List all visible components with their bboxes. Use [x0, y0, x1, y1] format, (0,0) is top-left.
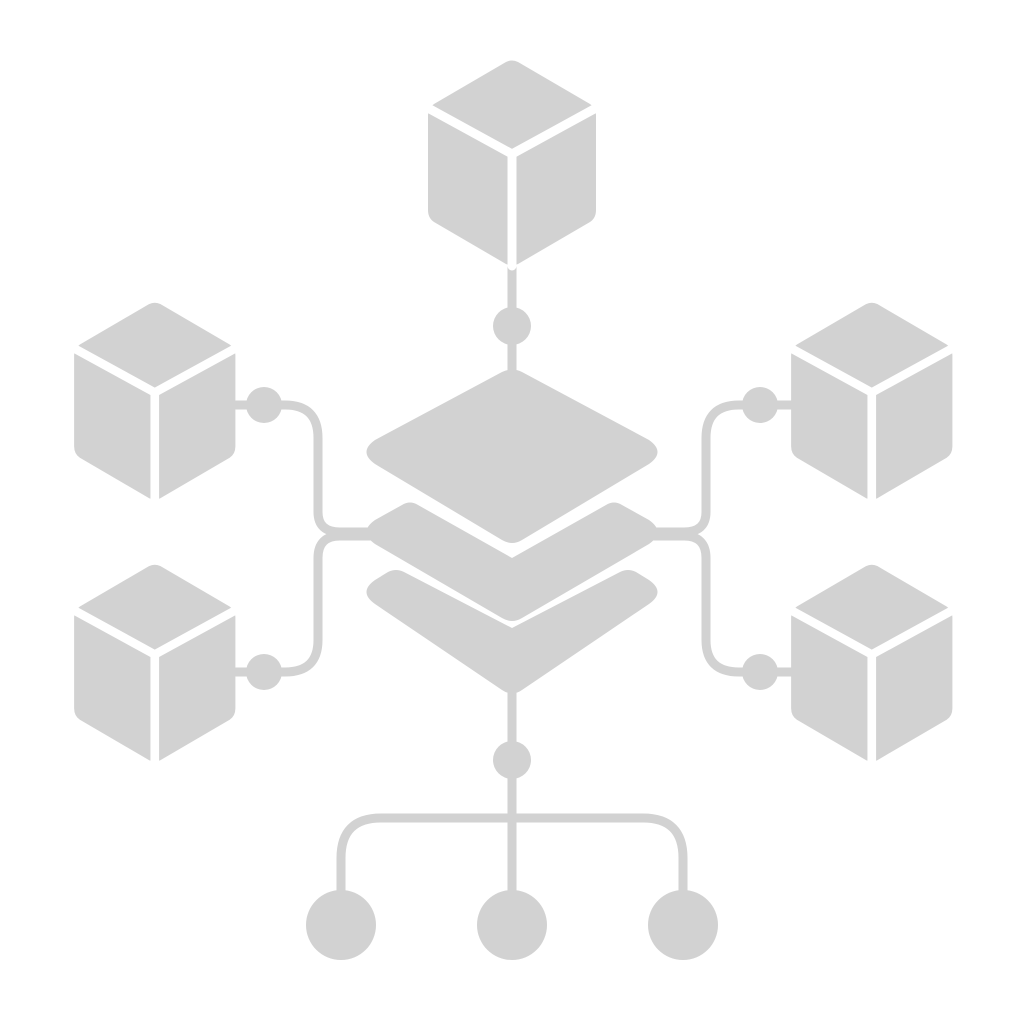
- connector-lines: [223, 257, 801, 910]
- node-dot-icon-top: [493, 307, 531, 345]
- node-dot-icon-right-upper: [742, 387, 778, 423]
- cube-icon-left-lower: [74, 565, 235, 762]
- node-dot-icon-left-upper: [246, 387, 282, 423]
- node-dot-icon-right-lower: [742, 654, 778, 690]
- layer-bottom: [366, 570, 658, 694]
- node-dots: [246, 307, 778, 779]
- connector-bottom-branch: [336, 813, 688, 905]
- layer-top: [366, 369, 658, 543]
- terminal-node-right: [648, 890, 718, 960]
- terminal-node-left: [306, 890, 376, 960]
- node-dot-icon-left-lower: [246, 654, 282, 690]
- node-dot-icon-bottom: [493, 741, 531, 779]
- connector-left-lower: [223, 531, 377, 677]
- cube-icon-right-upper: [791, 303, 952, 500]
- stacked-layers-icon: [366, 369, 658, 694]
- terminal-nodes: [306, 890, 718, 960]
- connector-right-upper: [647, 400, 801, 537]
- terminal-node-center: [477, 890, 547, 960]
- connector-right-lower: [647, 531, 801, 677]
- layer-middle: [366, 502, 658, 621]
- connector-left-upper: [223, 400, 377, 537]
- cube-icon-left-upper: [74, 303, 235, 500]
- cube-icon-right-lower: [791, 565, 952, 762]
- cube-icon-top: [428, 61, 596, 267]
